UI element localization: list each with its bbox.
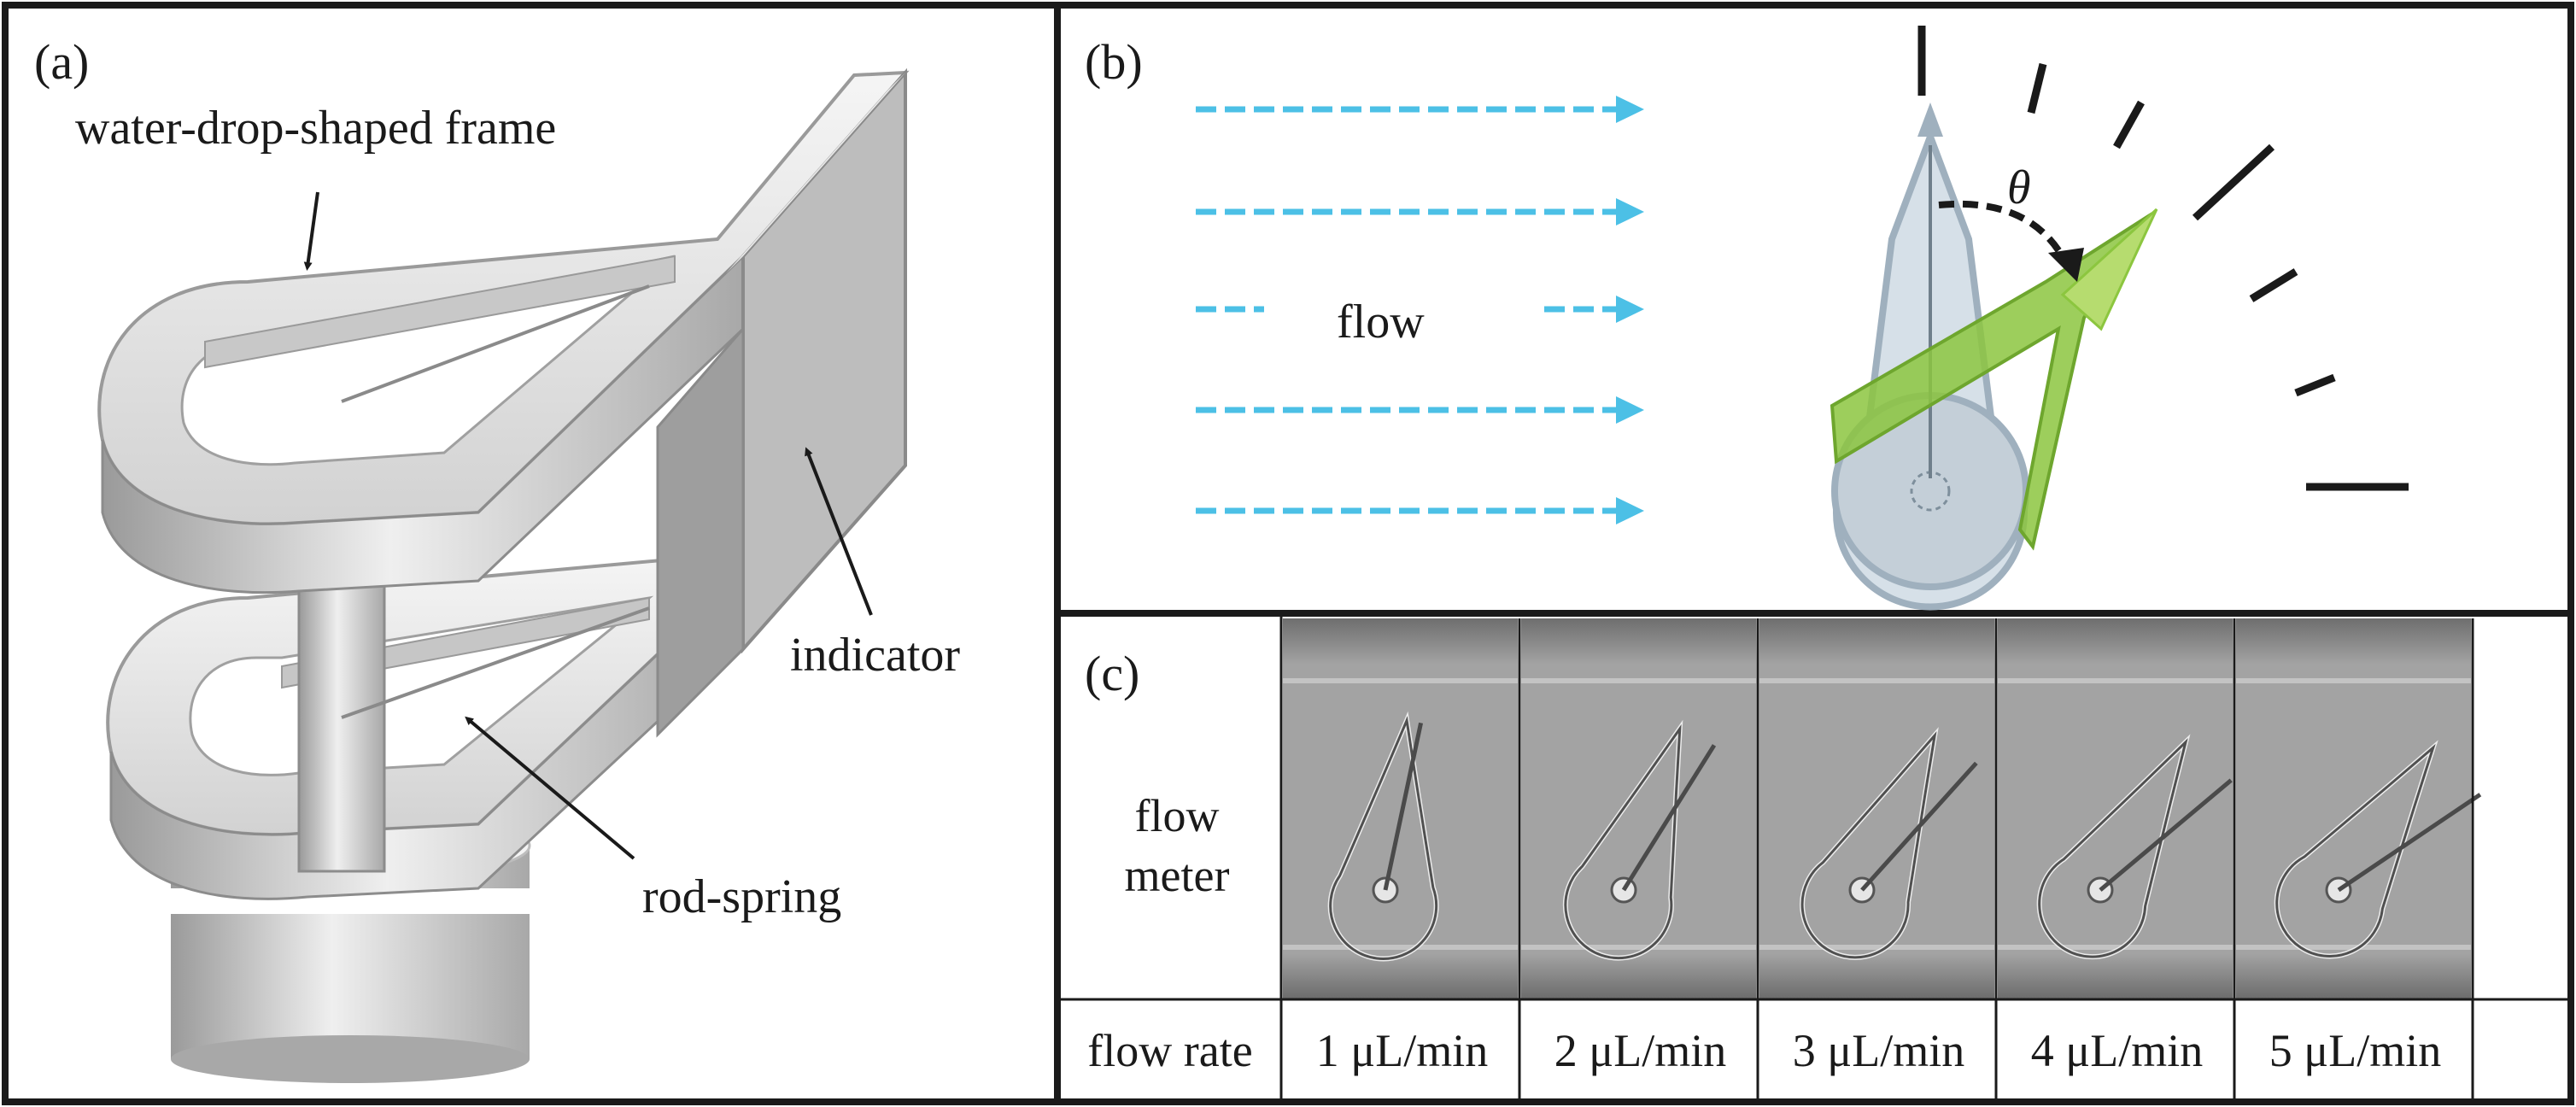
panel-b: (b) flow	[1085, 26, 2409, 611]
rate-label-2: 2 μL/min	[1554, 1025, 1726, 1076]
micro-meter-1	[1327, 711, 1439, 962]
rate-label-5: 5 μL/min	[2269, 1025, 2441, 1076]
row-label-line1: flow	[1135, 790, 1220, 841]
dial-ticks	[1917, 26, 2409, 491]
leader-spring	[465, 716, 635, 860]
micrograph-2	[1521, 618, 1756, 999]
panel-c: (c) flow meter flow rate 1 μL/min 2 μL/mi…	[1057, 617, 2571, 1102]
micro-needle-4	[2099, 778, 2233, 892]
dial-tick-4	[2192, 144, 2275, 221]
micrograph-1	[1283, 618, 1518, 999]
callout-indicator: indicator	[790, 629, 960, 682]
micro-meter-2	[1562, 719, 1683, 961]
callout-spring: rod-spring	[642, 870, 841, 923]
indicator-plate	[656, 67, 907, 738]
micro-needle-2	[1621, 744, 1717, 892]
dial-tick-2	[2027, 62, 2047, 114]
leader-frame	[303, 191, 319, 271]
rate-labels: 1 μL/min 2 μL/min 3 μL/min 4 μL/min 5 μL/min	[1316, 1025, 2441, 1076]
flow-meter-deflected	[1830, 208, 2158, 551]
dial-tick-5	[2249, 268, 2298, 302]
base-cylinder	[169, 810, 531, 1083]
flow-arrowheads	[1616, 96, 1644, 524]
leader-indicator	[805, 447, 873, 616]
micro-meter-5	[2274, 740, 2438, 959]
angle-arrowhead	[2048, 248, 2084, 282]
micro-needle-3	[1860, 761, 1978, 892]
panel-c-label: (c)	[1085, 646, 1139, 701]
flow-label: flow	[1337, 296, 1425, 348]
flow-arrows	[1196, 106, 1621, 514]
micro-needle-1	[1383, 722, 1424, 891]
rate-label-4: 4 μL/min	[2031, 1025, 2203, 1076]
micrograph-3	[1759, 618, 1994, 999]
rate-label-1: 1 μL/min	[1316, 1025, 1488, 1076]
panel-b-label: (b)	[1085, 34, 1143, 90]
angle-symbol: θ	[2007, 161, 2031, 214]
dial-tick-3	[2113, 100, 2145, 149]
upper-rod-spring	[341, 284, 650, 403]
micro-meter-3	[1800, 727, 1939, 960]
dial-tick-6	[2294, 373, 2336, 397]
panel-a: (a)	[34, 34, 960, 1083]
lower-rod-spring	[341, 606, 650, 719]
panel-a-label: (a)	[34, 34, 89, 90]
micrograph-4	[1998, 618, 2233, 999]
micrograph-strip	[1283, 618, 2482, 1102]
row-label-line2: meter	[1125, 850, 1230, 901]
callout-frame: water-drop-shaped frame	[75, 102, 556, 155]
micro-needle-5	[2337, 793, 2482, 893]
rate-header: flow rate	[1087, 1025, 1252, 1076]
rate-label-3: 3 μL/min	[1793, 1025, 1964, 1076]
micro-meter-4	[2036, 734, 2191, 960]
micrograph-5	[2236, 618, 2482, 999]
angle-arc	[1938, 200, 2070, 266]
